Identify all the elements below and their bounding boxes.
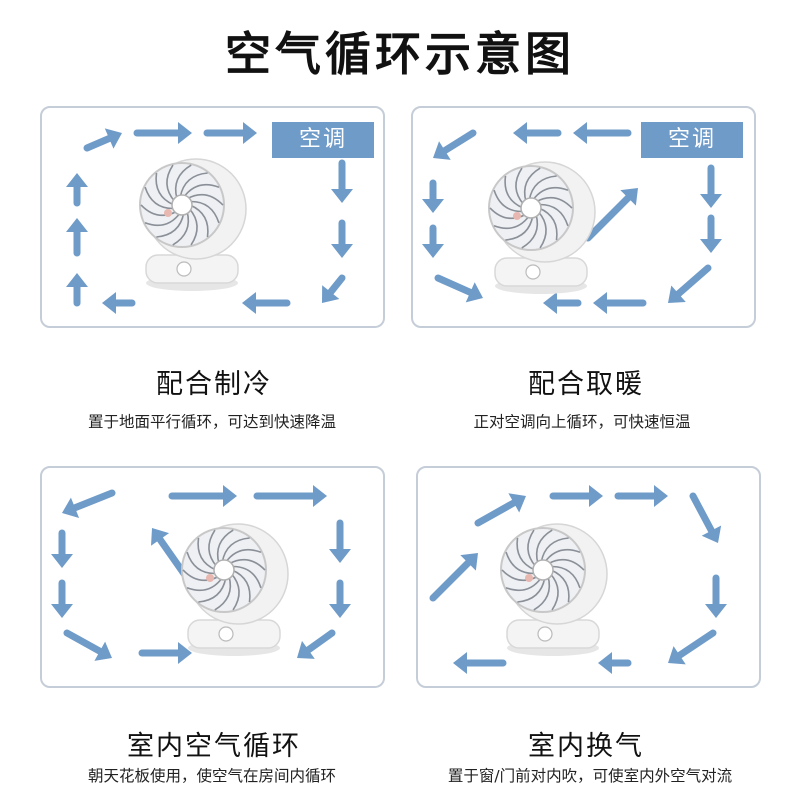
arrow-icon xyxy=(329,519,351,563)
airflow-diagram xyxy=(51,485,351,664)
arrow-icon xyxy=(168,485,237,507)
arrow-icon xyxy=(549,485,603,507)
arrow-icon xyxy=(322,274,346,303)
arrow-icon xyxy=(422,179,444,213)
page-title: 空气循环示意图 xyxy=(225,27,575,81)
arrow-icon xyxy=(543,292,582,314)
arrow-icon xyxy=(705,574,727,618)
arrow-icon xyxy=(584,188,638,242)
desc-cooling: 置于地面平行循环，可达到快速降温 xyxy=(87,413,336,431)
arrow-icon xyxy=(422,224,444,258)
airflow-diagram xyxy=(429,485,727,674)
arrow-icon xyxy=(138,642,192,664)
arrow-icon xyxy=(203,122,257,144)
panel-indoor-circulation xyxy=(40,466,385,688)
arrow-icon xyxy=(700,214,722,253)
air-conditioner-box: 空调 xyxy=(641,122,743,158)
arrow-icon xyxy=(453,652,507,674)
arrow-icon xyxy=(66,218,88,257)
caption-cooling: 配合制冷 xyxy=(156,369,272,400)
arrow-icon xyxy=(63,629,112,661)
arrow-icon xyxy=(474,493,526,527)
panel-cooling: 空调 xyxy=(40,106,385,328)
arrow-icon xyxy=(331,219,353,258)
arrow-icon xyxy=(614,485,668,507)
arrow-icon xyxy=(573,122,632,144)
arrow-icon xyxy=(51,529,73,568)
caption-indoor-circulation: 室内空气循环 xyxy=(127,731,301,762)
desc-indoor-circulation: 朝天花板使用，使空气在房间内循环 xyxy=(87,767,336,785)
arrow-icon xyxy=(133,122,192,144)
airflow-diagram xyxy=(422,122,722,314)
fan-icon xyxy=(488,161,596,294)
arrow-icon xyxy=(429,553,478,602)
arrow-icon xyxy=(434,274,483,303)
desc-heating: 正对空调向上循环，可快速恒温 xyxy=(473,413,691,431)
arrow-icon xyxy=(689,492,722,543)
desc-ventilation: 置于窗/门前对内吹，可使室内外空气对流 xyxy=(447,767,733,785)
arrow-icon xyxy=(297,629,336,659)
arrow-icon xyxy=(329,579,351,618)
arrow-icon xyxy=(668,629,717,665)
arrow-icon xyxy=(668,264,712,303)
panel-heating: 空调 xyxy=(411,106,756,328)
arrow-icon xyxy=(66,273,88,307)
arrow-icon xyxy=(51,579,73,618)
arrow-icon xyxy=(242,292,291,314)
air-conditioner-box: 空调 xyxy=(272,122,374,158)
fan-icon xyxy=(139,158,247,291)
panel-ventilation xyxy=(416,466,761,688)
arrow-icon xyxy=(331,159,353,203)
airflow-diagram xyxy=(66,122,353,314)
arrow-icon xyxy=(433,129,477,160)
arrow-icon xyxy=(62,489,116,519)
arrow-icon xyxy=(593,292,647,314)
fan-icon xyxy=(500,523,608,656)
arrow-icon xyxy=(598,652,632,674)
arrow-icon xyxy=(253,485,327,507)
arrow-icon xyxy=(513,122,562,144)
arrow-icon xyxy=(83,128,122,152)
arrow-icon xyxy=(700,164,722,208)
fan-icon xyxy=(181,523,289,656)
caption-heating: 配合取暖 xyxy=(528,369,644,400)
arrow-icon xyxy=(66,173,88,207)
caption-ventilation: 室内换气 xyxy=(528,731,644,762)
arrow-icon xyxy=(102,292,136,314)
